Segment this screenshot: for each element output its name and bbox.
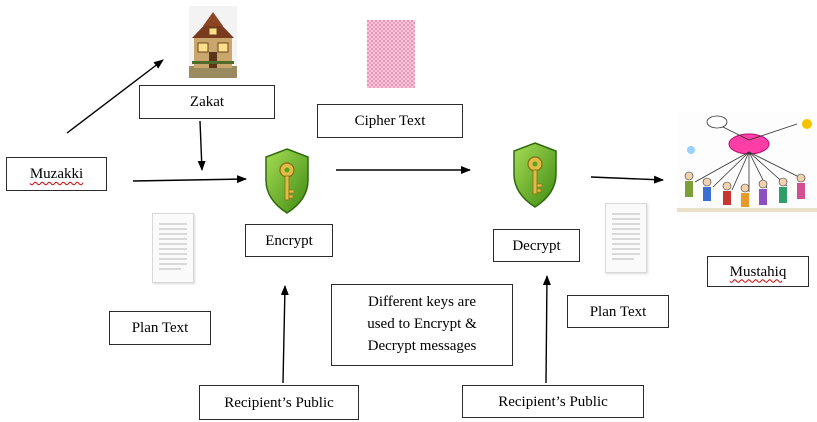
arrow-recipient-to-decrypt [542,275,551,384]
recipient-public-right-box: Recipient’s Public [462,385,644,418]
recipient-public-left-label: Recipient’s Public [224,394,334,411]
mustahiq-box: Mustahiq [707,256,809,287]
note-line-1: Different keys are [367,294,476,311]
recipient-public-left-box: Recipient’s Public [199,385,359,420]
cipher-text-label: Cipher Text [354,113,426,129]
plan-text-right-box: Plan Text [567,295,669,328]
plan-text-right-label: Plan Text [589,303,647,320]
plan-text-left-label: Plan Text [131,320,189,336]
arrow-muzakki-to-encrypt [132,175,247,184]
document-lines [159,223,187,270]
arrow-recipient-to-encrypt [280,285,289,384]
document-icon [152,213,194,283]
muzakki-label: Muzakki [29,166,84,182]
note-line-2: used to Encrypt & [367,316,477,333]
arrow-decrypt-to-mustahiq [590,175,664,184]
cipher-text-pattern [367,20,415,88]
plan-text-left-box: Plan Text [109,311,211,345]
mustahiq-label: Mustahiq [729,263,787,280]
document-lines [612,213,640,260]
house-image [189,6,237,78]
recipient-public-right-label: Recipient’s Public [498,393,608,410]
cipher-text-box: Cipher Text [317,104,463,138]
decrypt-box: Decrypt [493,229,580,262]
mustahiq-illustration [677,112,817,220]
document-icon [605,203,647,273]
decrypt-label: Decrypt [512,237,561,254]
encrypt-box: Encrypt [245,224,333,257]
note-line-3: Decrypt messages [367,337,477,354]
shield-key-icon [513,142,557,208]
arrow-zakat-to-encrypt-line [197,120,206,171]
muzakki-box: Muzakki [6,157,107,191]
encrypt-label: Encrypt [265,232,313,249]
shield-key-icon [265,148,309,214]
note-box: Different keys are used to Encrypt & Dec… [331,284,513,366]
arrow-muzakki-to-house [66,59,164,134]
zakat-label: Zakat [189,94,225,110]
zakat-box: Zakat [139,85,275,119]
